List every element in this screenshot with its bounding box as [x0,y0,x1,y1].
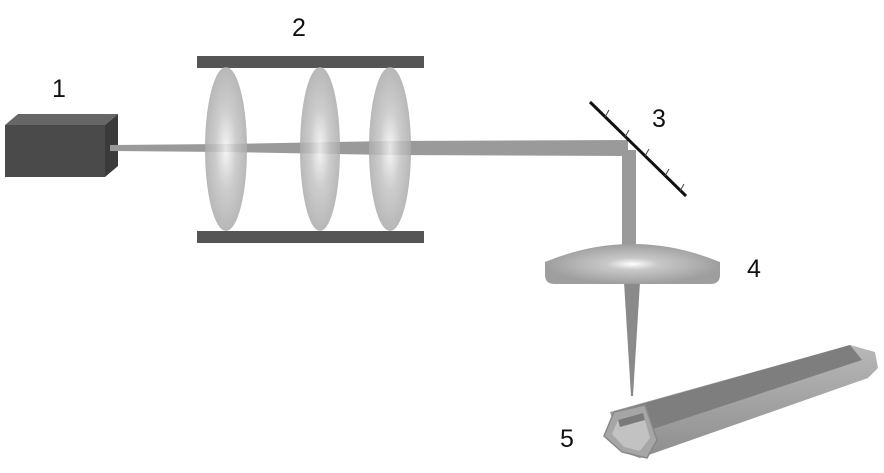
hollow-fiber [604,345,878,458]
laser-source [5,114,118,177]
label-laser: 1 [52,75,66,103]
label-beam-expander: 2 [292,14,306,42]
expander-lens-1 [205,67,247,231]
expander-lens-3 [369,67,411,231]
expander-top-bar [197,56,424,68]
label-focusing-lens: 4 [747,255,761,283]
expander-bottom-bar [197,231,424,243]
expander-lens-2 [300,67,340,231]
focusing-lens [545,244,720,284]
label-mirror: 3 [652,105,666,133]
label-hollow-fiber: 5 [560,425,574,453]
